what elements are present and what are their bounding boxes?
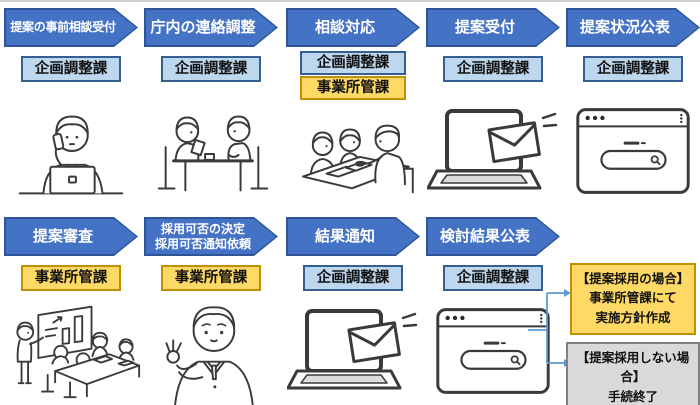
step-title: 庁内の連絡調整 xyxy=(150,18,256,36)
department-badge: 事業所管課 xyxy=(21,265,121,291)
outcome-box-adopted: 【提案採用の場合】 事業所管課にて 実施方針作成 xyxy=(570,263,696,336)
step-title: 結果通知 xyxy=(314,227,375,245)
step-title: 相談対応 xyxy=(314,18,375,36)
group-discussion-illustration xyxy=(302,124,414,193)
step-arrow: 採用可否の決定 採用可否通知依頼 xyxy=(144,217,278,256)
department-badge: 企画調整課 xyxy=(161,56,261,82)
flow-step-9: 検討結果公表 企画調整課 xyxy=(423,217,563,394)
person-on-phone-illustration xyxy=(18,115,124,194)
step-arrow: 検討結果公表 xyxy=(426,217,560,256)
presentation-meeting-illustration xyxy=(16,305,141,398)
flow-step-3: 相談対応 企画調整課 事業所管課 xyxy=(283,8,423,193)
man-ok-sign-illustration xyxy=(165,305,254,405)
department-badge: 企画調整課 xyxy=(443,265,543,291)
flow-step-1: 提案の事前相談受付 企画調整課 xyxy=(1,8,141,194)
department-badge: 企画調整課 xyxy=(303,265,403,291)
department-badge: 事業所管課 xyxy=(161,265,261,291)
flow-step-8: 結果通知 企画調整課 xyxy=(283,217,423,390)
step-arrow: 相談対応 xyxy=(286,8,420,47)
step-title: 提案受付 xyxy=(454,18,515,36)
step-arrow: 提案状況公表 xyxy=(566,8,700,47)
flow-step-6: 提案審査 事業所管課 xyxy=(1,217,141,398)
step-title: 採用可否の決定 採用可否通知依頼 xyxy=(154,222,251,251)
step-arrow: 提案の事前相談受付 xyxy=(4,8,138,47)
flow-step-5: 提案状況公表 企画調整課 xyxy=(563,8,700,194)
page-top-border xyxy=(0,0,700,2)
department-badge: 企画調整課 xyxy=(21,56,121,82)
step-title: 検討結果公表 xyxy=(439,227,530,245)
department-badge: 企画調整課 xyxy=(443,56,543,82)
two-people-at-table-illustration xyxy=(157,115,269,191)
flow-step-7: 採用可否の決定 採用可否通知依頼 事業所管課 xyxy=(141,217,281,405)
step-arrow: 庁内の連絡調整 xyxy=(144,8,278,47)
step-title: 提案審査 xyxy=(32,227,93,245)
department-badge: 企画調整課 xyxy=(583,56,683,82)
department-badge: 企画調整課 xyxy=(300,51,406,75)
department-badge: 事業所管課 xyxy=(300,76,406,100)
step-arrow: 提案受付 xyxy=(426,8,560,47)
flow-step-4: 提案受付 企画調整課 xyxy=(423,8,563,190)
outcome-box-rejected: 【提案採用しない場合】 手続終了 xyxy=(566,342,700,405)
flow-step-2: 庁内の連絡調整 企画調整課 xyxy=(141,8,281,191)
step-arrow: 提案審査 xyxy=(4,217,138,256)
browser-window-illustration xyxy=(576,107,690,194)
step-arrow: 結果通知 xyxy=(286,217,420,256)
step-title: 提案状況公表 xyxy=(579,18,670,36)
step-title: 提案の事前相談受付 xyxy=(10,20,116,35)
laptop-mail-illustration xyxy=(427,108,558,190)
laptop-mail-illustration xyxy=(287,308,418,390)
